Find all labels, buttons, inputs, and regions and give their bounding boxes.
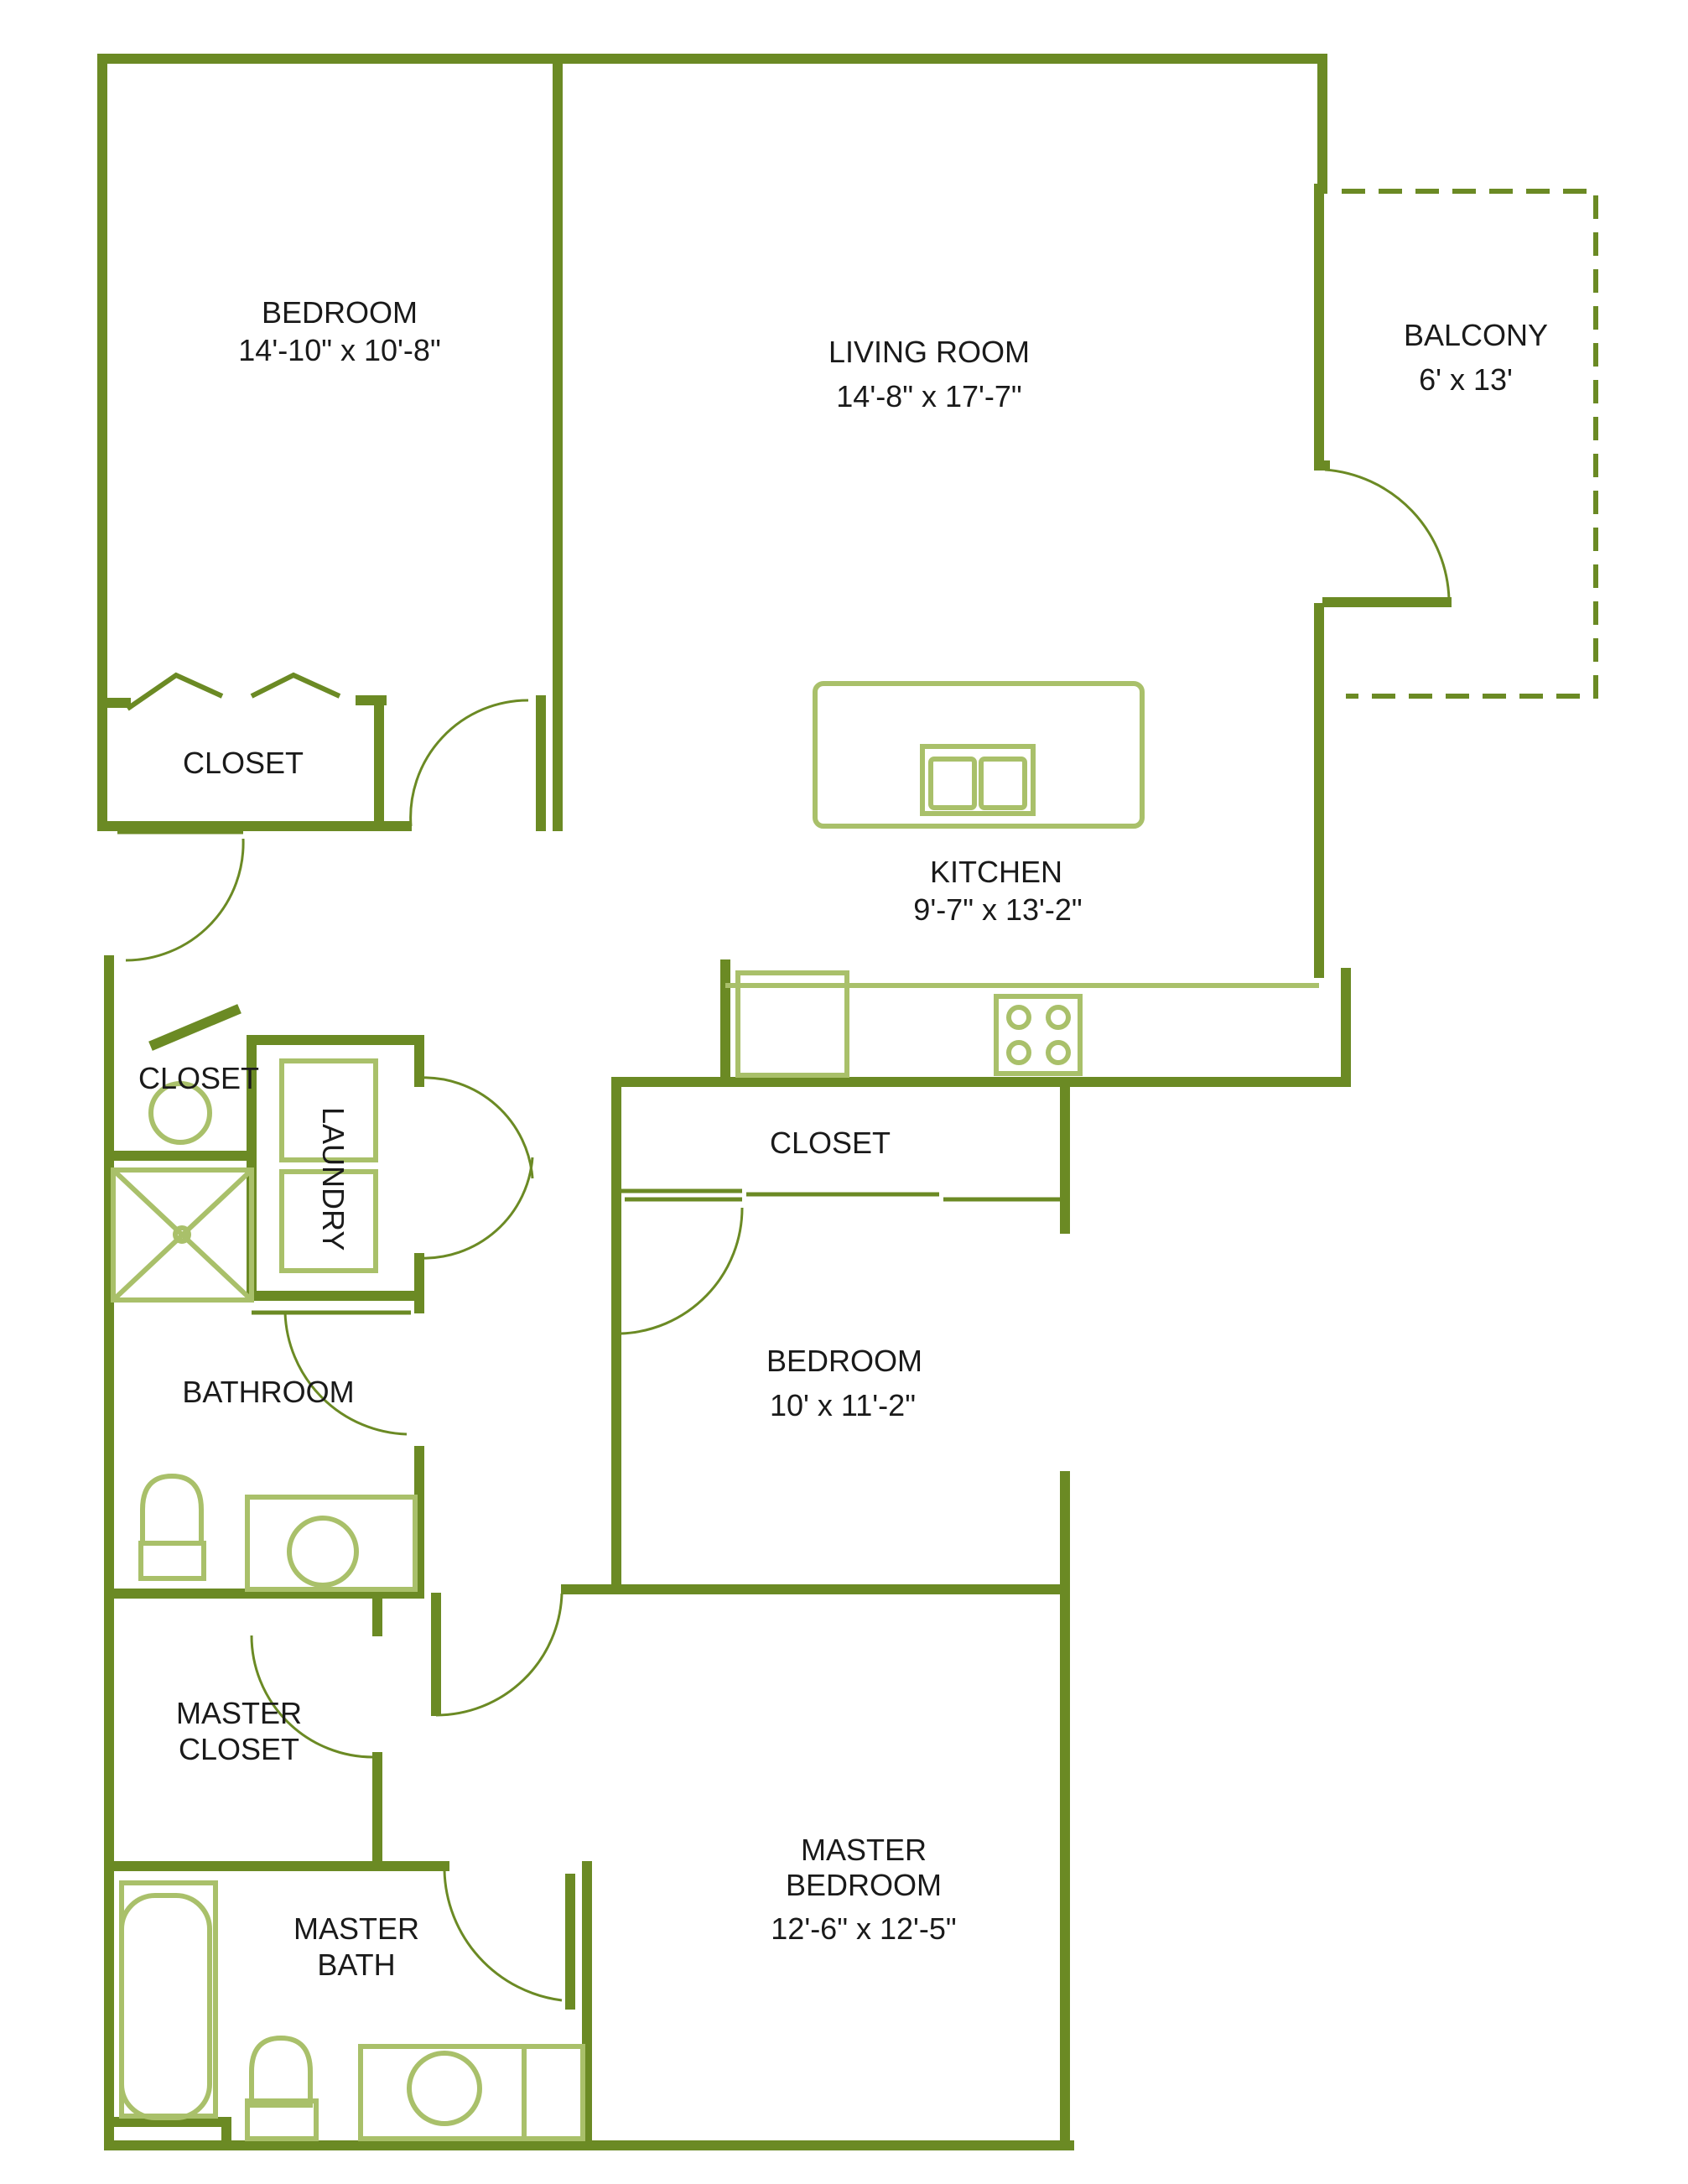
master-closet-name-2: CLOSET	[179, 1732, 299, 1766]
kitchen-size: 9'-7" x 13'-2"	[913, 892, 1082, 927]
bedroom1-name: BEDROOM	[262, 295, 418, 330]
bifold-doors	[126, 672, 341, 711]
balcony-outline	[1342, 189, 1598, 699]
bedroom1-closet-name: CLOSET	[183, 746, 304, 780]
master-bedroom-name-2: BEDROOM	[786, 1868, 942, 1902]
bedroom2-closet-name: CLOSET	[770, 1126, 891, 1160]
master-closet-name: MASTER	[176, 1696, 302, 1730]
master-bath-name-2: BATH	[317, 1947, 395, 1982]
fixtures	[111, 681, 1319, 2141]
balcony-size: 6' x 13'	[1419, 362, 1513, 397]
bedroom2-size: 10' x 11'-2"	[770, 1388, 916, 1422]
door-swings	[125, 468, 1451, 2002]
balcony-name: BALCONY	[1404, 318, 1548, 352]
bathroom-name: BATHROOM	[182, 1375, 354, 1409]
sliding-doors	[117, 829, 1061, 1315]
living-room-name: LIVING ROOM	[828, 335, 1030, 369]
hall-closet-name: CLOSET	[138, 1061, 259, 1095]
bedroom2-name: BEDROOM	[766, 1344, 922, 1378]
laundry-name: LAUNDRY	[316, 1107, 351, 1251]
living-room-size: 14'-8" x 17'-7"	[836, 379, 1021, 413]
bedroom1-size: 14'-10" x 10'-8"	[238, 333, 440, 367]
walls	[97, 54, 1452, 2150]
kitchen-name: KITCHEN	[930, 855, 1062, 889]
master-bath-name: MASTER	[293, 1911, 419, 1946]
room-labels: BEDROOM 14'-10" x 10'-8" CLOSET LIVING R…	[138, 295, 1548, 1982]
master-bedroom-size: 12'-6" x 12'-5"	[771, 1911, 956, 1946]
master-bedroom-name: MASTER	[801, 1833, 927, 1867]
